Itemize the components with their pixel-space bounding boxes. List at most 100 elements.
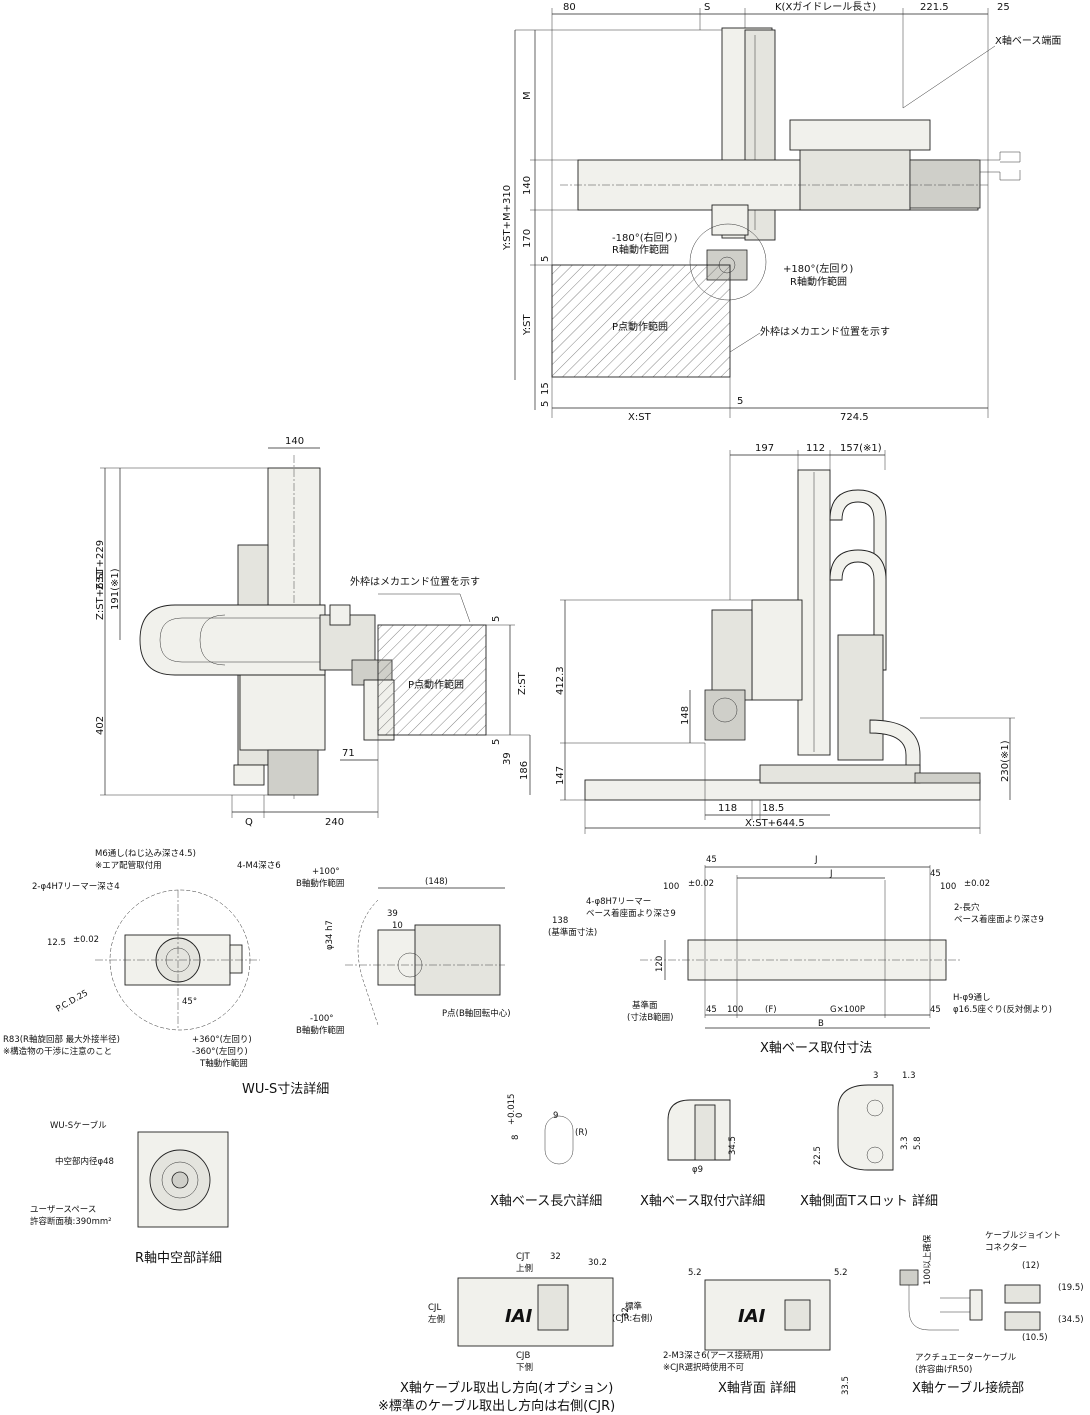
dim-y-st-m-310: Y:ST+M+310 [502, 185, 513, 251]
p-area-label: P点動作範囲 [612, 320, 668, 333]
rh-3: 許容断面積:390mm² [30, 1216, 112, 1227]
dim-191: 191(※1) [110, 568, 121, 610]
cd-1: 上側 [516, 1263, 533, 1274]
wus-label-0: M6通し(ねじ込み深さ4.5) [95, 848, 196, 859]
logo-iai-1: IAI [505, 1306, 533, 1327]
ts-2: 22.5 [813, 1146, 823, 1165]
ts-0: 3 [873, 1071, 878, 1081]
callout-x-base-end: X軸ベース端面 [995, 34, 1061, 47]
dim-148-side: 148 [680, 706, 691, 725]
xbm-12: 138 [552, 916, 568, 926]
wus-label-18: φ34 h7 [325, 920, 335, 950]
dim-80: 80 [563, 2, 576, 13]
dim-157: 157(※1) [840, 443, 882, 454]
callout-r-pos-2: R軸動作範囲 [790, 275, 847, 288]
dim-724-5: 724.5 [840, 412, 869, 423]
wus-label-16: 39 [387, 909, 398, 919]
xbm-24: φ16.5座ぐり(反対側より) [953, 1004, 1052, 1015]
bd-0: 5.2 [688, 1268, 702, 1278]
slot-title: X軸ベース長穴詳細 [490, 1193, 602, 1209]
xbm-20: G×100P [830, 1005, 865, 1015]
wus-label-11: -360°(左回り) [192, 1046, 248, 1057]
wus-label-8: R83(R軸旋回部 最大外接半径) [3, 1034, 120, 1045]
wus-label-9: ※構造物の干渉に注意のこと [3, 1046, 112, 1057]
wus-label-1: ※エア配管取付用 [95, 860, 162, 871]
dim-140: 140 [522, 176, 533, 195]
rh-title: R軸中空部詳細 [135, 1250, 222, 1266]
hole-detail: 34.5 φ9 X軸ベース取付穴詳細 [640, 1099, 765, 1209]
wus-label-12: T軸動作範囲 [199, 1058, 248, 1069]
xbm-1: J [814, 855, 818, 865]
cc-0: 100以上確保 [922, 1234, 933, 1285]
cc-7: アクチュエーターケーブル [915, 1352, 1017, 1363]
side-view: 197 112 157(※1) 412.3 148 147 230(※1) [555, 443, 1015, 834]
xbm-0: 45 [706, 855, 717, 865]
wus-label-10: +360°(左回り) [192, 1034, 252, 1045]
wus-label-2: 4-M4深さ6 [237, 861, 281, 871]
cd-title: X軸ケーブル取出し方向(オプション) [400, 1380, 613, 1396]
cc-6: (10.5) [1022, 1333, 1048, 1343]
xbm-6: 100 [940, 882, 956, 892]
cd-9: CJB [516, 1351, 530, 1361]
callout-r-pos: +180°(左回り) [783, 262, 853, 275]
cable-conn: 100以上確保 ケーブルジョイント コネクター (12) (19.5) (34.… [899, 1230, 1084, 1396]
wus-label-14: B軸動作範囲 [296, 878, 344, 889]
xbm-8: 4-φ8H7リーマー [586, 897, 651, 907]
ts-4: 5.8 [913, 1136, 923, 1150]
dim-5c: 5 [737, 396, 743, 407]
dim-zst-229: Z:ST+229 [95, 540, 106, 590]
hole-1: φ9 [692, 1165, 703, 1175]
xbm-title: X軸ベース取付寸法 [760, 1041, 872, 1056]
xbm-22: B [818, 1019, 824, 1029]
callout-r-neg: -180°(右回り) [612, 231, 678, 244]
back-detail: IAI 5.2 5.2 2-M3深さ6(アース接続用) ※CJR選択時使用不可 … [663, 1268, 851, 1396]
cd-4: CJL [428, 1303, 441, 1313]
front-view: 140 P点動作範囲 外枠はメカエンド位置を示す Z:ST+631 Z:ST+2… [95, 436, 531, 828]
hole-title: X軸ベース取付穴詳細 [640, 1193, 765, 1209]
wus-detail: M6通し(ねじ込み深さ4.5) ※エア配管取付用 4-M4深さ6 2-φ4H7リ… [3, 848, 511, 1097]
cc-5: (34.5) [1058, 1315, 1084, 1325]
r-hollow: WU-Sケーブル 中空部内径φ48 ユーザースペース 許容断面積:390mm² … [30, 1120, 229, 1266]
dim-y-st: Y:ST [522, 314, 533, 336]
cd-note: ※標準のケーブル取出し方向は右側(CJR) [378, 1398, 615, 1414]
wus-label-6: P.C.D.25 [55, 988, 91, 1014]
bd-1: 5.2 [834, 1268, 848, 1278]
xbm-2: J [829, 869, 833, 879]
callout-outer-frame: 外枠はメカエンド位置を示す [760, 325, 890, 338]
xbm-11: ベース着座面より深さ9 [954, 914, 1044, 925]
cc-8: (許容曲げR50) [915, 1364, 972, 1375]
rh-0: WU-Sケーブル [50, 1120, 107, 1131]
wus-label-19: P点(B軸回転中心) [442, 1008, 511, 1019]
xbm-15: 基準面 [632, 1000, 658, 1011]
xbm-5: ±0.02 [688, 879, 714, 889]
bd-4: 33.5 [841, 1376, 851, 1395]
wus-label-17: 10 [392, 921, 403, 931]
wus-label-7: 45° [182, 997, 197, 1007]
cc-title: X軸ケーブル接続部 [912, 1380, 1024, 1396]
logo-iai-2: IAI [738, 1306, 766, 1327]
dim-x-st: X:ST [628, 412, 652, 423]
callout-r-neg-2: R軸動作範囲 [612, 243, 669, 256]
cd-5: 左側 [428, 1314, 445, 1325]
front-p-area: P点動作範囲 [408, 678, 464, 691]
dim-140-front: 140 [285, 436, 304, 447]
cd-8: (CJR:右側) [612, 1313, 653, 1324]
xbm-21: 45 [930, 1005, 941, 1015]
dim-q: Q [245, 817, 253, 828]
dim-118: 118 [718, 803, 737, 814]
cd-3: 30.2 [588, 1258, 607, 1268]
cc-2: コネクター [985, 1243, 1027, 1253]
dim-18-5: 18.5 [762, 803, 784, 814]
xbm-14: 120 [655, 956, 665, 972]
slot-1: 8 [511, 1135, 521, 1140]
dim-170: 170 [522, 229, 533, 248]
dim-230: 230(※1) [1000, 740, 1011, 782]
dim-5b: 5 [540, 401, 551, 407]
wus-label-5: ±0.02 [73, 935, 99, 945]
dim-zst-front: Z:ST [517, 671, 528, 695]
x-base-mount: 45 J J 45 100 ±0.02 100 ±0.02 4-φ8H7リーマー… [548, 855, 1052, 1056]
cc-1: ケーブルジョイント [985, 1230, 1061, 1241]
slot-3: 0 [515, 1113, 525, 1118]
dim-112: 112 [806, 443, 825, 454]
